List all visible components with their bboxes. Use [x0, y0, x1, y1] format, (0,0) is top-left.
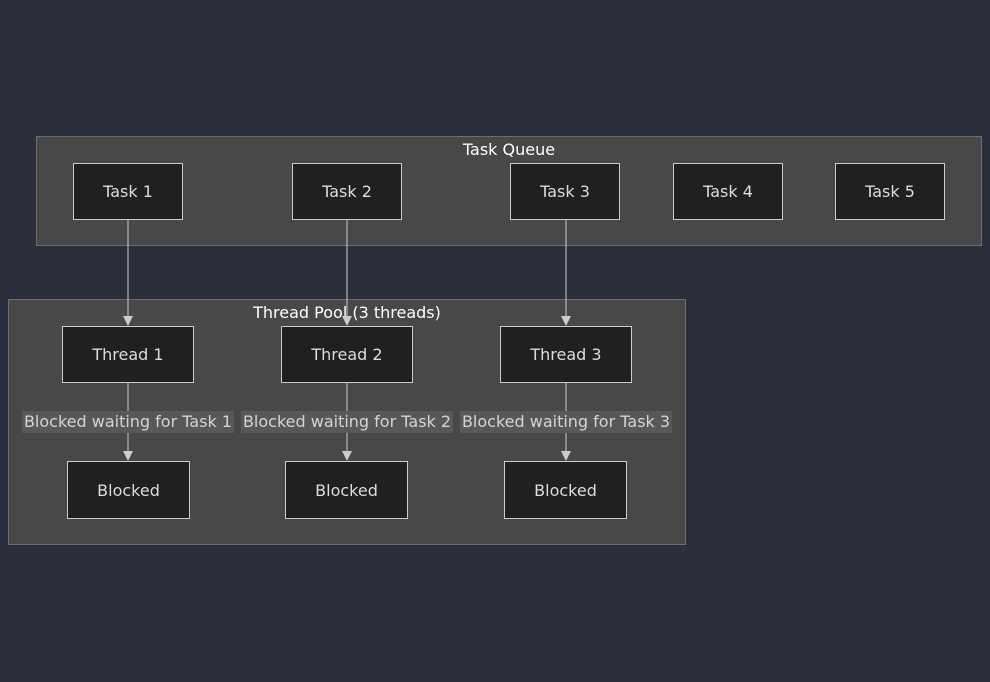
- thread-node-1: Thread 1: [62, 326, 194, 383]
- blocked-node-1: Blocked: [67, 461, 190, 519]
- task-node-2: Task 2: [292, 163, 402, 220]
- edge-label-thread1: Blocked waiting for Task 1: [21, 411, 235, 433]
- task-node-1: Task 1: [73, 163, 183, 220]
- thread-node-3: Thread 3: [500, 326, 632, 383]
- task-node-4: Task 4: [673, 163, 783, 220]
- blocked-node-3: Blocked: [504, 461, 627, 519]
- blocked-node-2: Blocked: [285, 461, 408, 519]
- edge-label-thread2: Blocked waiting for Task 2: [240, 411, 454, 433]
- task-node-3: Task 3: [510, 163, 620, 220]
- thread-node-2: Thread 2: [281, 326, 413, 383]
- task-node-5: Task 5: [835, 163, 945, 220]
- task-queue-cluster: Task Queue: [36, 136, 982, 246]
- edge-label-thread3: Blocked waiting for Task 3: [459, 411, 673, 433]
- task-queue-title: Task Queue: [462, 140, 556, 159]
